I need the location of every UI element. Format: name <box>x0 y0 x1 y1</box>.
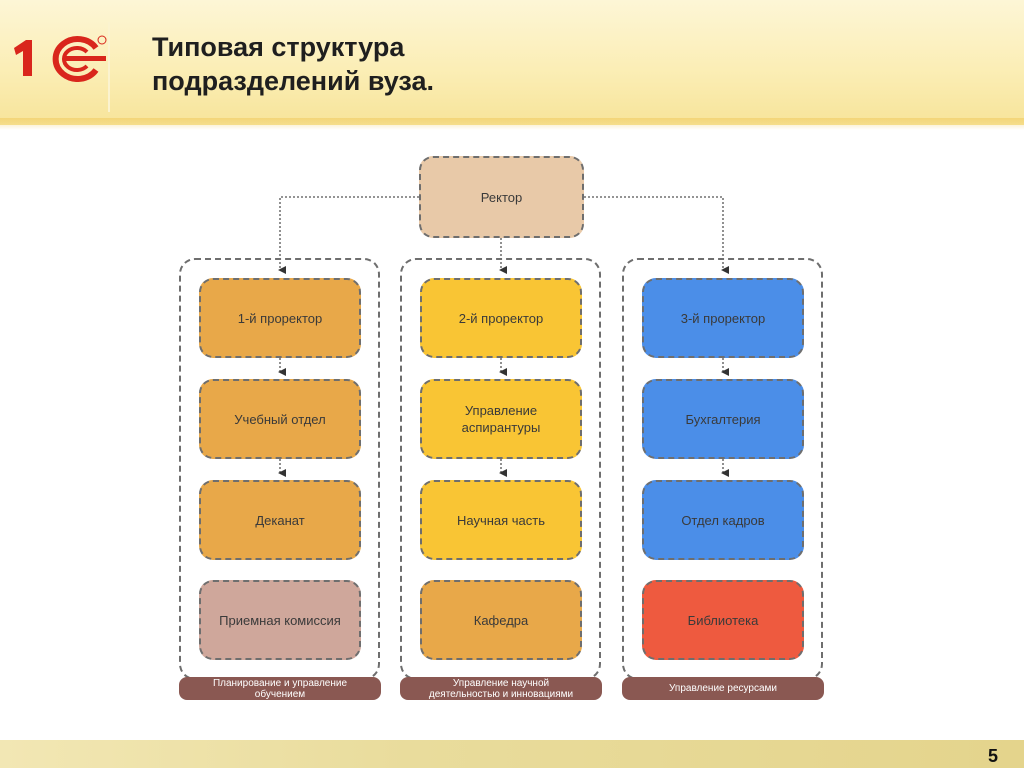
vice-rector-3-label: 3-й проректор <box>680 310 766 326</box>
chair-box: Кафедра <box>420 580 582 660</box>
rector-box: Ректор <box>419 156 584 238</box>
vice-rector-2-label: 2-й проректор <box>458 310 544 326</box>
tag-science-line-1: Управление научной <box>452 677 550 689</box>
title-line-1: Типовая структура <box>152 32 405 62</box>
accounting-box: Бухгалтерия <box>642 379 804 459</box>
title-line-2: подразделений вуза. <box>152 66 434 96</box>
dean-office-label: Деканат <box>255 512 305 528</box>
tag-education-line-2: обучением <box>254 688 306 700</box>
page-number: 5 <box>987 746 998 766</box>
hr-department-label: Отдел кадров <box>681 512 765 528</box>
academic-department-box: Учебный отдел <box>199 379 361 459</box>
hr-department-box: Отдел кадров <box>642 480 804 560</box>
accounting-label: Бухгалтерия <box>685 411 761 427</box>
admissions-label: Приемная комиссия <box>219 612 341 628</box>
postgraduate-box: Управление аспирантуры <box>420 379 582 459</box>
vice-rector-2-box: 2-й проректор <box>420 278 582 358</box>
research-unit-box: Научная часть <box>420 480 582 560</box>
vice-rector-3-box: 3-й проректор <box>642 278 804 358</box>
logo-divider <box>108 22 110 112</box>
page-title: Типовая структура подразделений вуза. <box>152 30 434 98</box>
tag-science: Управление научной деятельностью и иннов… <box>400 677 602 700</box>
slide-footer <box>0 740 1024 768</box>
1c-logo-icon <box>14 35 107 82</box>
library-box: Библиотека <box>642 580 804 660</box>
chair-label: Кафедра <box>473 612 529 628</box>
research-unit-label: Научная часть <box>456 512 546 528</box>
academic-department-label: Учебный отдел <box>234 411 326 427</box>
postgraduate-label: Управление аспирантуры <box>461 403 541 435</box>
vice-rector-1-box: 1-й проректор <box>199 278 361 358</box>
vice-rector-1-label: 1-й проректор <box>237 310 323 326</box>
header-shadow <box>0 118 1024 130</box>
rector-label: Ректор <box>480 189 523 205</box>
library-label: Библиотека <box>687 612 759 628</box>
tag-education-line-1: Планирование и управление <box>212 677 348 689</box>
tag-education: Планирование и управление обучением <box>179 677 381 700</box>
slide-header <box>0 0 1024 125</box>
tag-resources: Управление ресурсами <box>622 677 824 700</box>
tag-resources-line-1: Управление ресурсами <box>669 683 777 694</box>
admissions-box: Приемная комиссия <box>199 580 361 660</box>
dean-office-box: Деканат <box>199 480 361 560</box>
tag-science-line-2: деятельностью и инновациями <box>428 688 574 700</box>
